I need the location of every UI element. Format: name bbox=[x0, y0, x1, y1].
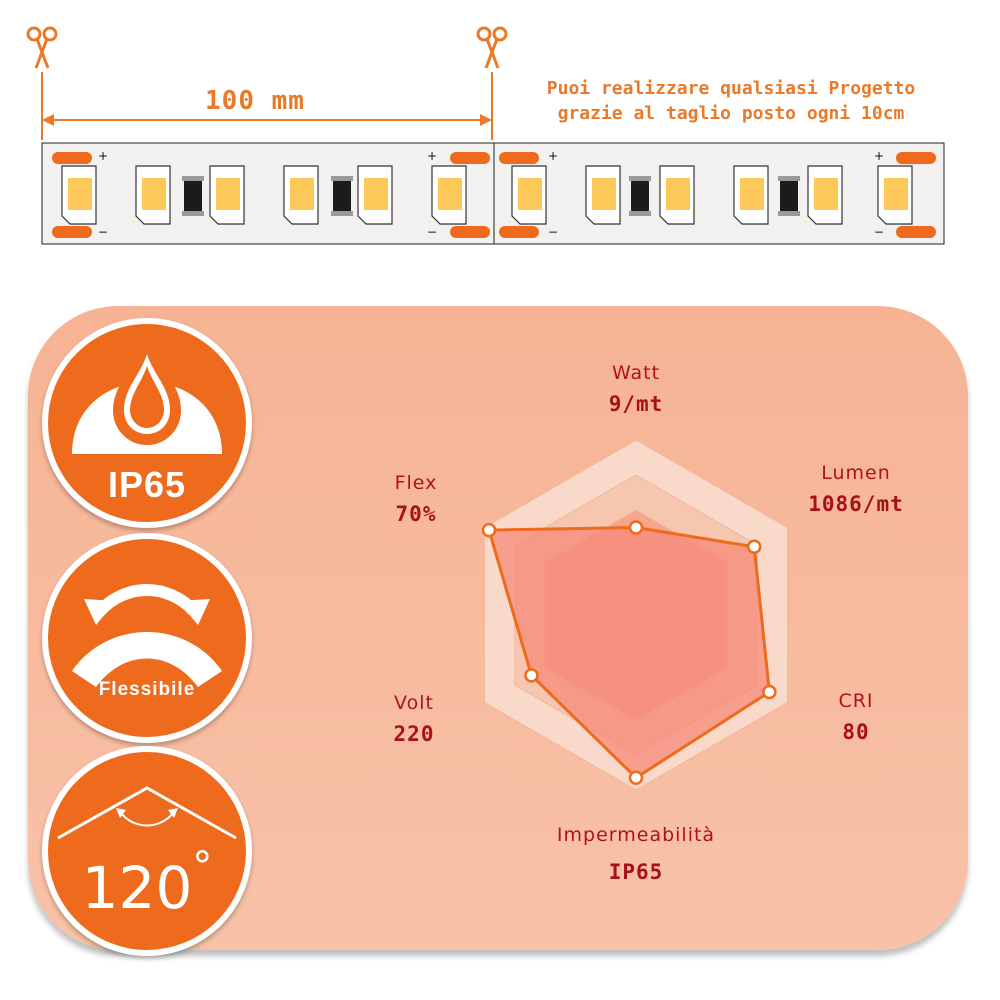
led-chip bbox=[135, 165, 171, 225]
strip-segment bbox=[41, 142, 495, 245]
radar-axis-label: Watt bbox=[611, 362, 661, 384]
resistor bbox=[331, 176, 353, 216]
led-chip bbox=[807, 165, 843, 225]
radar-axis-value: 80 bbox=[842, 720, 870, 744]
strip-segment bbox=[493, 142, 945, 245]
degree-symbol: ° bbox=[192, 844, 213, 890]
minus-marker: − bbox=[427, 225, 437, 239]
plus-marker: + bbox=[98, 149, 108, 163]
plus-marker: + bbox=[548, 149, 558, 163]
radar-point bbox=[628, 520, 644, 535]
segment-length-label: 100 mm bbox=[205, 86, 305, 116]
beam-angle-icon bbox=[57, 786, 237, 840]
radar-axis-label: Impermeabilità bbox=[556, 824, 716, 846]
solder-pad bbox=[450, 226, 490, 238]
resistor bbox=[629, 176, 651, 216]
radar-axis-value: 9/mt bbox=[608, 392, 664, 416]
plus-marker: + bbox=[427, 149, 437, 163]
beam-angle-number: 120 bbox=[81, 854, 193, 922]
flessibile-badge: Flessibile bbox=[42, 533, 252, 743]
radar-point bbox=[524, 668, 539, 683]
plus-marker: + bbox=[874, 149, 884, 163]
water-drop-icon bbox=[72, 331, 222, 454]
led-chip bbox=[511, 165, 547, 225]
resistor bbox=[182, 176, 204, 216]
radar-data-area bbox=[487, 525, 771, 780]
led-chip bbox=[659, 165, 695, 225]
led-chip bbox=[61, 165, 97, 225]
radar-point bbox=[481, 522, 497, 538]
cut-note-line: grazie al taglio posto ogni 10cm bbox=[557, 103, 905, 124]
radar-point bbox=[746, 539, 762, 554]
led-strip-diagram: + − + − + − + − bbox=[26, 26, 945, 245]
radar-axis-value: 1086/mt bbox=[808, 492, 904, 516]
minus-marker: − bbox=[548, 225, 558, 239]
solder-pad bbox=[52, 152, 92, 164]
radar-axis-label: Volt bbox=[394, 692, 434, 714]
led-chip bbox=[431, 165, 467, 225]
solder-pad bbox=[499, 152, 539, 164]
resistor bbox=[778, 176, 800, 216]
solder-pad bbox=[896, 226, 936, 238]
scissors-icon bbox=[476, 26, 508, 69]
scissors-icon bbox=[26, 26, 58, 69]
flex-arrows-icon bbox=[72, 584, 222, 687]
beam-angle-badge: 120° bbox=[42, 746, 252, 956]
radar-axis-label: Flex bbox=[394, 472, 438, 494]
radar-axis-value: 220 bbox=[393, 722, 435, 746]
beam-angle-value: 120° bbox=[48, 844, 246, 922]
led-chip bbox=[283, 165, 319, 225]
flessibile-label: Flessibile bbox=[98, 679, 196, 700]
radar-axis-value: IP65 bbox=[608, 860, 664, 884]
cut-note: Puoi realizzare qualsiasi Progetto grazi… bbox=[500, 76, 962, 126]
solder-pad bbox=[896, 152, 936, 164]
led-chip bbox=[209, 165, 245, 225]
minus-marker: − bbox=[874, 225, 884, 239]
cut-note-line: Puoi realizzare qualsiasi Progetto bbox=[546, 78, 916, 99]
radar-point bbox=[762, 684, 777, 700]
radar-axis-value: 70% bbox=[395, 502, 437, 526]
dimension-arrow bbox=[42, 114, 492, 126]
ip65-label: IP65 bbox=[107, 464, 187, 505]
solder-pad bbox=[450, 152, 490, 164]
solder-pad bbox=[499, 226, 539, 238]
ip65-badge: IP65 bbox=[42, 318, 252, 528]
led-chip bbox=[877, 165, 913, 225]
led-chip bbox=[733, 165, 769, 225]
radar-axis-label: CRI bbox=[838, 690, 874, 712]
radar-point bbox=[628, 770, 644, 785]
minus-marker: − bbox=[98, 225, 108, 239]
led-chip bbox=[585, 165, 621, 225]
solder-pad bbox=[52, 226, 92, 238]
radar-axis-label: Lumen bbox=[821, 462, 891, 484]
led-chip bbox=[357, 165, 393, 225]
